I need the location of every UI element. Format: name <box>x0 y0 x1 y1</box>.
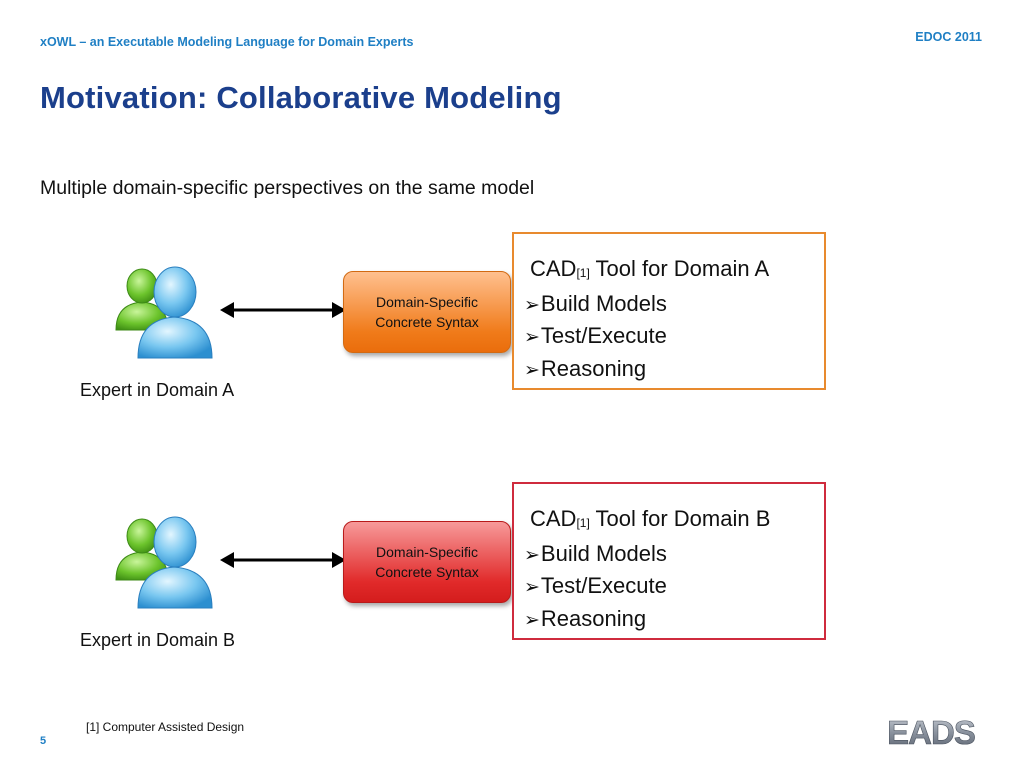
arrow-bullet-icon: ➢ <box>524 609 540 631</box>
expert-label-domain-b: Expert in Domain B <box>80 630 236 650</box>
users-icon <box>115 266 213 359</box>
syntax-label-line1: Domain-Specific <box>376 544 478 560</box>
tool-box-domain-b: CAD[1] Tool for Domain B ➢Build Models ➢… <box>512 482 826 640</box>
syntax-box-domain-b: Domain-Specific Concrete Syntax <box>343 521 511 603</box>
presentation-title: xOWL – an Executable Modeling Language f… <box>40 35 414 49</box>
syntax-label-line1: Domain-Specific <box>376 294 478 310</box>
arrow-bullet-icon: ➢ <box>524 359 540 381</box>
arrow-bullet-icon: ➢ <box>524 544 540 566</box>
tool-bullet: ➢Test/Execute <box>524 573 667 598</box>
users-icon <box>115 516 213 609</box>
event-label: EDOC 2011 <box>915 30 982 44</box>
page-number: 5 <box>40 735 47 747</box>
svg-text:EADS: EADS <box>887 714 975 750</box>
syntax-label-line2: Concrete Syntax <box>375 314 479 330</box>
arrow-bullet-icon: ➢ <box>524 577 540 598</box>
tool-title-domain-a: CAD[1] Tool for Domain A <box>530 256 770 281</box>
eads-logo: EADS <box>887 714 976 750</box>
syntax-box-domain-a: Domain-Specific Concrete Syntax <box>343 271 511 353</box>
double-arrow-icon <box>220 302 346 318</box>
slide-title: Motivation: Collaborative Modeling <box>40 80 562 115</box>
footnote: [1] Computer Assisted Design <box>86 720 245 734</box>
tool-bullet: ➢Reasoning <box>524 605 647 631</box>
double-arrow-icon <box>220 552 346 568</box>
slide-subtitle: Multiple domain-specific perspectives on… <box>40 177 535 199</box>
tool-bullet: ➢Test/Execute <box>524 323 667 348</box>
tool-bullet: ➢Build Models <box>524 540 667 566</box>
expert-label-domain-a: Expert in Domain A <box>80 380 235 400</box>
arrow-bullet-icon: ➢ <box>524 327 540 348</box>
tool-bullet: ➢Build Models <box>524 290 667 316</box>
tool-title-domain-b: CAD[1] Tool for Domain B <box>530 506 771 531</box>
tool-box-domain-a: CAD[1] Tool for Domain A ➢Build Models ➢… <box>512 232 826 390</box>
syntax-label-line2: Concrete Syntax <box>375 564 479 580</box>
arrow-bullet-icon: ➢ <box>524 294 540 316</box>
tool-bullet: ➢Reasoning <box>524 355 647 381</box>
